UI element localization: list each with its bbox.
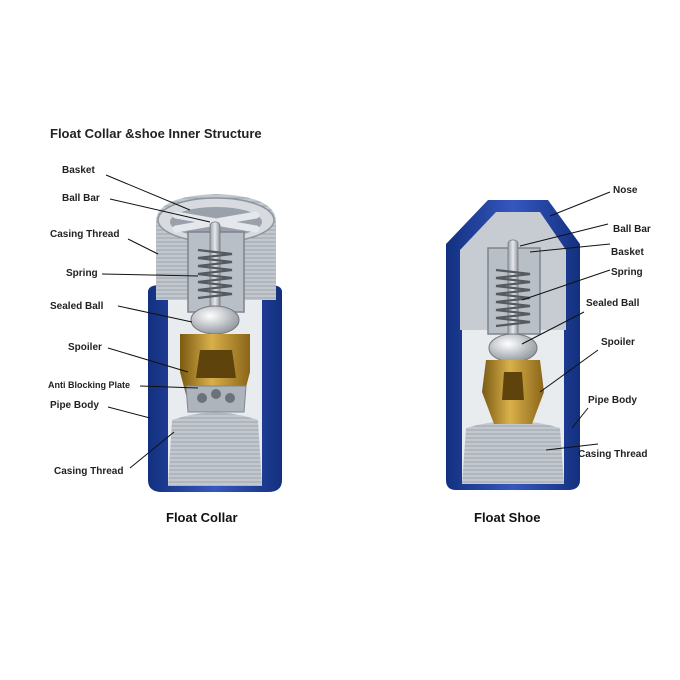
collar-spring — [197, 248, 233, 300]
leader-shoe-casing-thread — [545, 443, 599, 451]
leader-shoe-basket — [529, 243, 611, 253]
leader-sealed-ball — [117, 305, 193, 323]
label-shoe-nose: Nose — [613, 185, 638, 196]
label-shoe-sealed-ball: Sealed Ball — [586, 298, 640, 309]
label-casing-thread-bottom: Casing Thread — [54, 466, 124, 477]
shoe-spoiler-cavity — [502, 372, 524, 400]
caption-float-collar: Float Collar — [166, 510, 238, 525]
caption-float-shoe: Float Shoe — [474, 510, 541, 525]
leader-shoe-spoiler — [539, 349, 599, 393]
leader-shoe-sealed-ball — [521, 311, 585, 345]
label-spoiler: Spoiler — [68, 342, 102, 353]
label-spring: Spring — [66, 268, 98, 279]
leader-shoe-pipe-body — [571, 407, 589, 429]
label-anti-blocking-plate: Anti Blocking Plate — [48, 380, 131, 390]
label-basket: Basket — [62, 165, 95, 176]
leader-anti-blocking-plate — [139, 385, 199, 389]
label-shoe-basket: Basket — [611, 247, 644, 258]
leader-pipe-body — [107, 406, 151, 419]
shoe-bottom-thread — [462, 421, 564, 484]
leader-basket — [105, 174, 191, 211]
collar-spoiler-cavity — [196, 350, 236, 378]
diagram-title: Float Collar &shoe Inner Structure — [50, 126, 262, 141]
label-shoe-casing-thread: Casing Thread — [578, 449, 648, 460]
collar-bottom-thread — [168, 412, 262, 486]
collar-plate-hole — [225, 393, 235, 403]
label-casing-thread-top: Casing Thread — [50, 229, 120, 240]
collar-plate-hole — [197, 393, 207, 403]
leader-spring — [101, 273, 199, 277]
label-pipe-body: Pipe Body — [50, 400, 99, 411]
label-sealed-ball: Sealed Ball — [50, 301, 104, 312]
leader-lines — [101, 174, 611, 469]
shoe-sealed-ball — [488, 333, 538, 363]
leader-spoiler — [107, 347, 189, 373]
leader-shoe-ball-bar — [519, 223, 609, 247]
label-ball-bar: Ball Bar — [62, 193, 100, 204]
label-shoe-pipe-body: Pipe Body — [588, 395, 637, 406]
label-shoe-ball-bar: Ball Bar — [613, 224, 651, 235]
shoe-spring — [495, 268, 531, 328]
float-shoe-illustration — [446, 200, 580, 490]
leader-nose — [549, 191, 611, 217]
float-collar-illustration — [148, 194, 282, 492]
leader-casing-thread-bottom — [129, 431, 175, 469]
leader-casing-thread-top — [127, 238, 159, 255]
leader-ball-bar — [109, 198, 211, 223]
label-shoe-spring: Spring — [611, 267, 643, 278]
leader-shoe-spring — [521, 269, 611, 301]
collar-sealed-ball — [190, 305, 240, 335]
collar-ball-bar — [209, 221, 221, 319]
label-shoe-spoiler: Spoiler — [601, 337, 635, 348]
collar-plate-hole — [211, 389, 221, 399]
